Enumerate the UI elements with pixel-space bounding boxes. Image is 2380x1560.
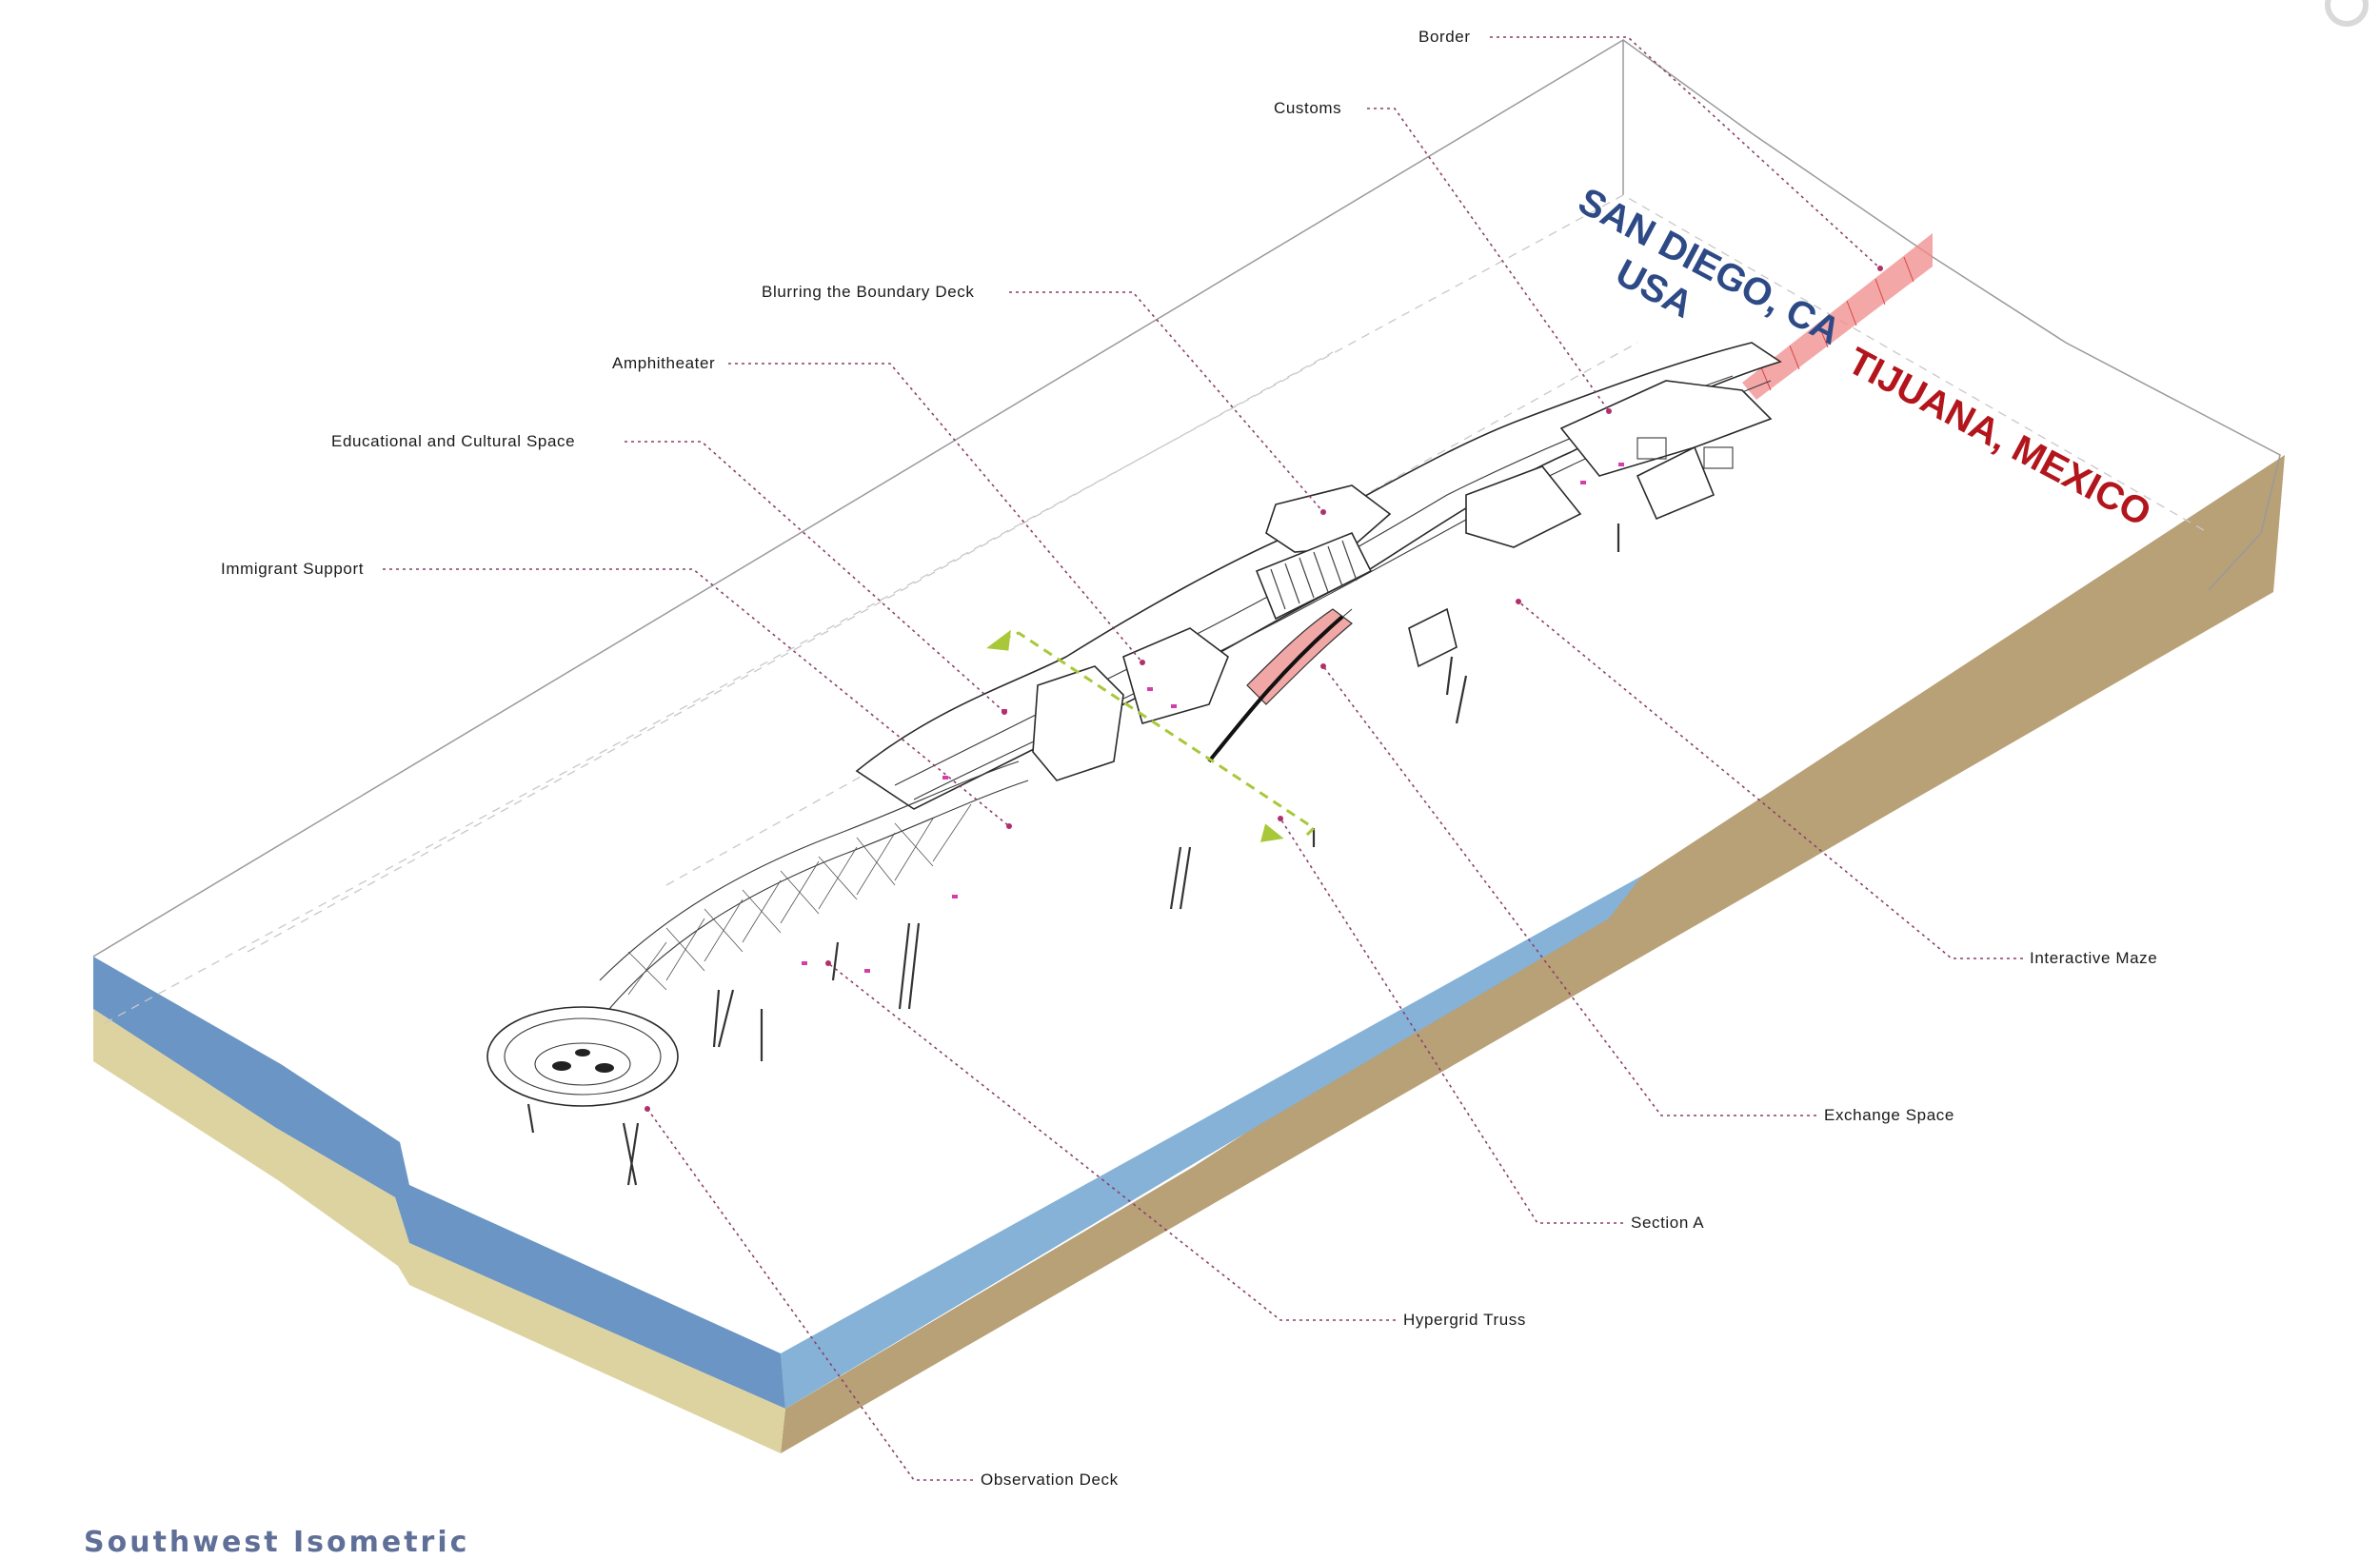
label-exchange-space: Exchange Space: [1824, 1106, 1954, 1124]
callout-border: Border: [1418, 28, 1883, 271]
label-observation-deck: Observation Deck: [981, 1471, 1119, 1489]
callout-educational: Educational and Cultural Space: [331, 432, 1007, 715]
ground-guide-1: [104, 194, 2210, 1024]
callout-interactive-maze: Interactive Maze: [1516, 599, 2157, 967]
border-wall: [1742, 233, 1933, 400]
cultural-block: [1032, 665, 1124, 781]
section-cut-line: [986, 629, 1317, 842]
ocean-side-strip: [781, 876, 1642, 1409]
label-amphitheater: Amphitheater: [612, 354, 715, 372]
site-top-outline: [92, 39, 2281, 958]
support-columns: [526, 523, 1620, 1186]
hypergrid-truss-tube: [608, 780, 1029, 1010]
callout-amphitheater: Amphitheater: [612, 354, 1145, 665]
site-block: [92, 39, 2285, 1453]
label-blurring-deck: Blurring the Boundary Deck: [762, 283, 975, 301]
callout-immigrant-support: Immigrant Support: [221, 560, 1012, 829]
label-immigrant-support: Immigrant Support: [221, 560, 364, 578]
svg-text:TIJUANA, MEXICO: TIJUANA, MEXICO: [1841, 340, 2158, 535]
mexico-city-label: TIJUANA, MEXICO: [1841, 340, 2158, 535]
callout-observation-deck: Observation Deck: [645, 1106, 1119, 1489]
label-educational: Educational and Cultural Space: [331, 432, 575, 450]
label-section-a: Section A: [1631, 1214, 1704, 1232]
louver-block: [1255, 531, 1373, 621]
label-hypergrid-truss: Hypergrid Truss: [1403, 1311, 1526, 1329]
callout-hypergrid-truss: Hypergrid Truss: [825, 960, 1526, 1329]
label-border: Border: [1418, 28, 1471, 46]
label-interactive-maze: Interactive Maze: [2030, 949, 2157, 967]
ocean-front-band: [93, 957, 785, 1409]
callout-section-a: Section A: [1278, 816, 1704, 1232]
customs-structure: [1559, 380, 1773, 477]
callout-customs: Customs: [1274, 99, 1612, 414]
view-title: Southwest Isometric: [84, 1526, 470, 1559]
corner-circle-icon: [2325, 0, 2369, 27]
building-structure: [486, 342, 1782, 1186]
svg-text:SAN DIEGO, CA: SAN DIEGO, CA: [1572, 180, 1848, 353]
callout-exchange-space: Exchange Space: [1320, 663, 1954, 1124]
callouts: Border Customs Blurring the Boundary Dec…: [221, 28, 2157, 1489]
callout-blurring-deck: Blurring the Boundary Deck: [762, 283, 1326, 515]
sand-front-face: [93, 1009, 785, 1453]
label-customs: Customs: [1274, 99, 1341, 117]
